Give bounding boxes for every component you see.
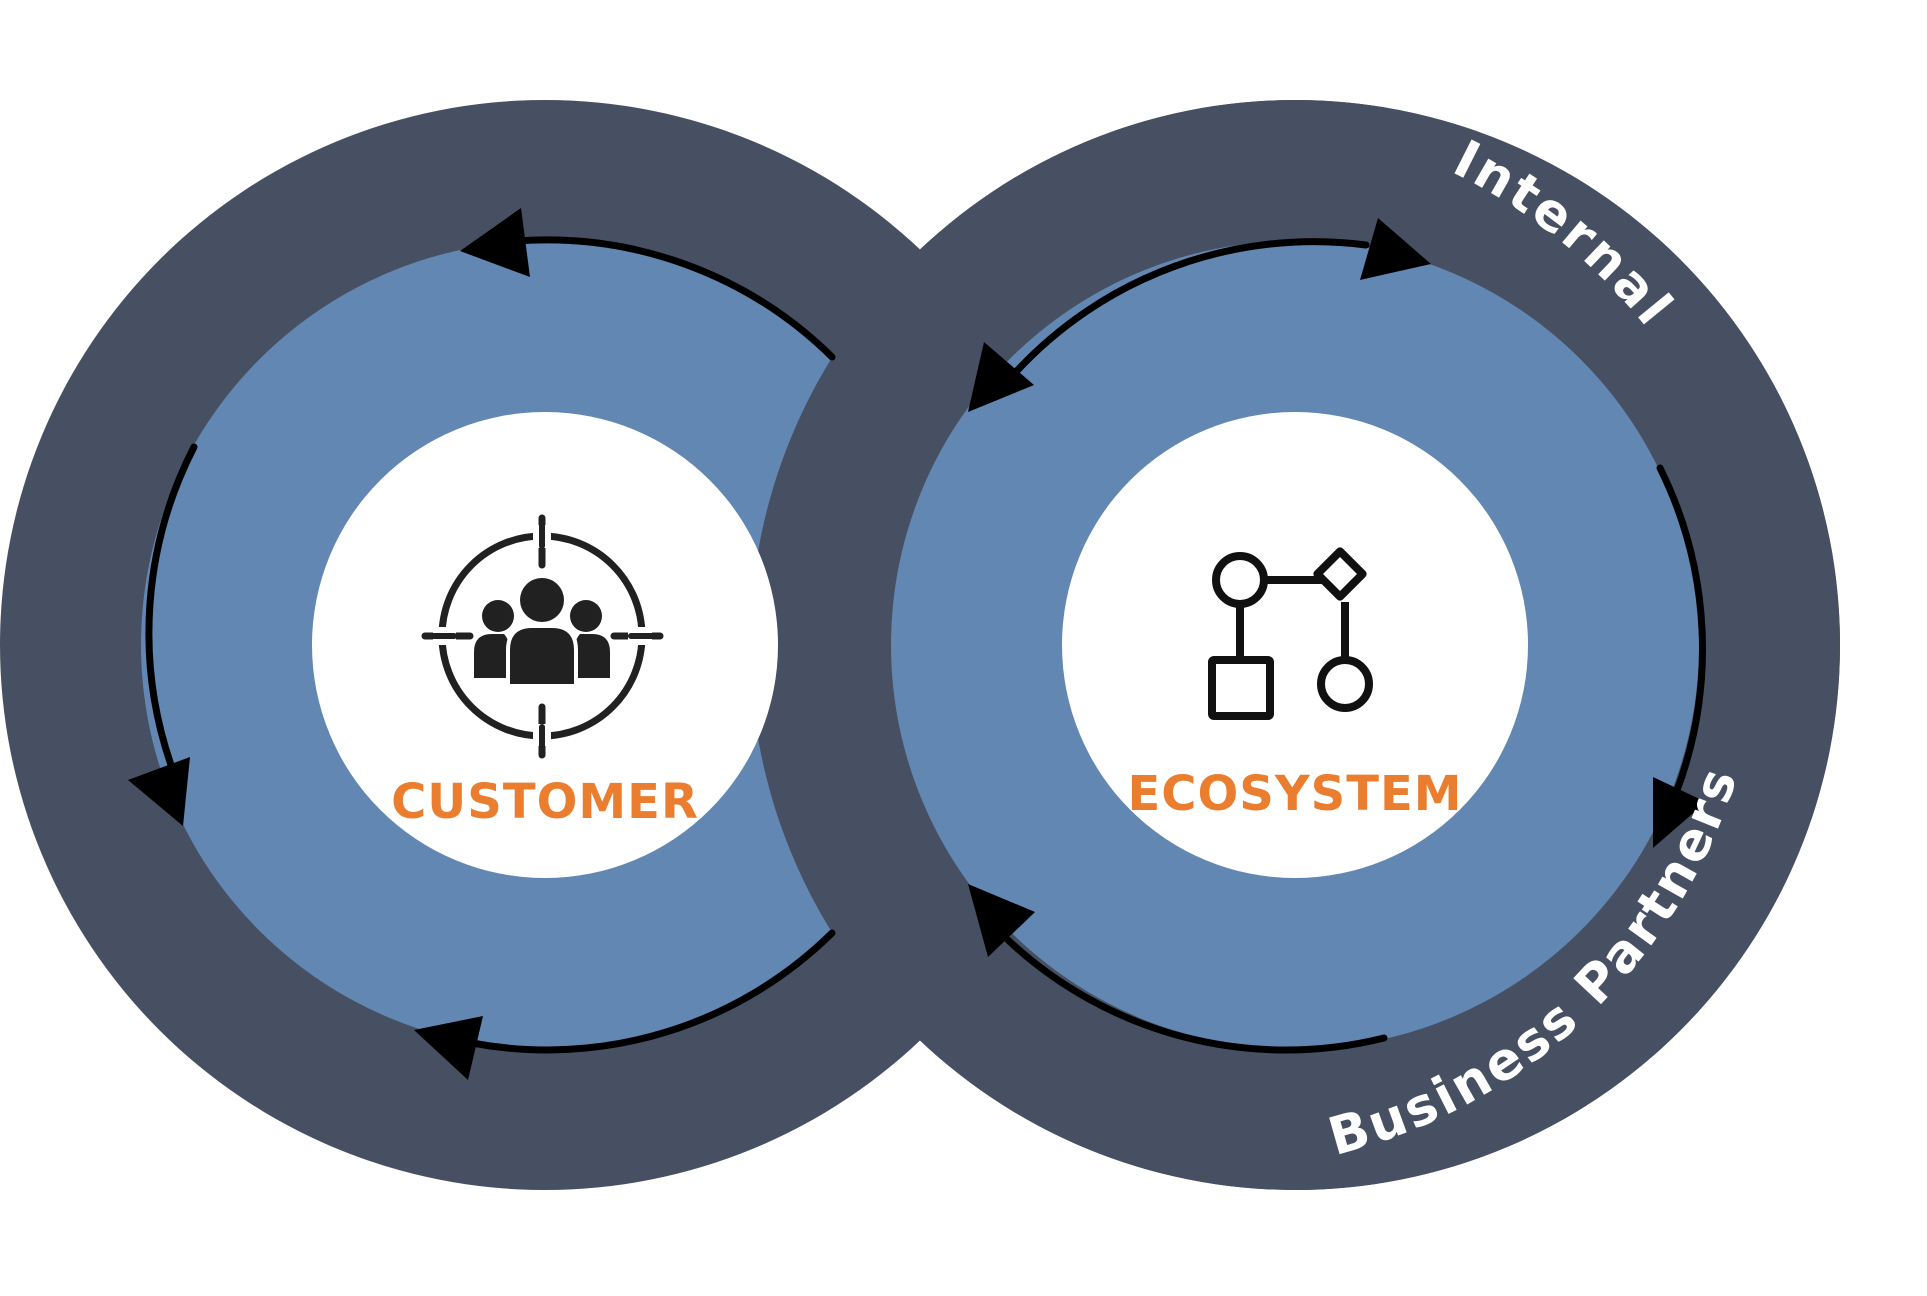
left-arrowhead-left [128,757,190,826]
right-arrowheads [968,218,1706,957]
right-arrowhead-upper-left [968,342,1034,412]
left-arrow-left [145,443,198,769]
ecosystem-label: ECOSYSTEM [1127,766,1462,822]
right-arrowhead-right [1653,777,1706,848]
right-arrowhead-top [1360,218,1431,280]
right-cycle-arrows [1004,238,1706,1054]
right-arrow-bottom [1004,936,1388,1054]
right-arrow-top [1010,238,1370,378]
right-arrowhead-lower-left [968,884,1035,957]
customer-label: CUSTOMER [391,774,699,830]
left-arrow-bottom [468,929,836,1054]
left-arrow-top [513,236,836,361]
right-arrow-right [1656,464,1706,797]
customer-target-icon [421,514,664,759]
process-flow-icon [1208,547,1373,720]
right-center-disc [1062,412,1528,878]
left-arrowhead-bottom [414,1016,483,1080]
left-arrowhead-top [460,208,530,277]
left-arrowheads [128,208,530,1080]
left-cycle-arrows [145,236,836,1054]
